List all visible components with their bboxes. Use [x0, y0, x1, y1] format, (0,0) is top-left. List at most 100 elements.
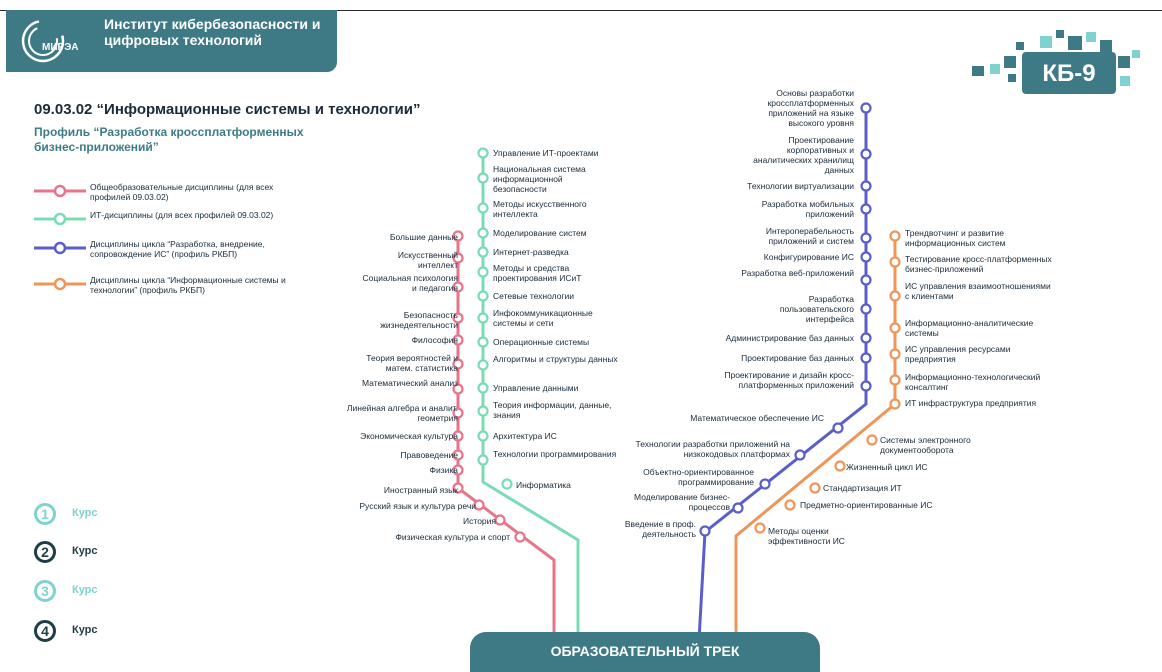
pink-station-label: Линейная алгебра и аналит. геометрия	[346, 403, 458, 423]
blue-station-label: Объектно-ориентированное программировани…	[643, 467, 754, 487]
pink-station-node	[452, 407, 464, 419]
orange-station-label: Системы электронного документооборота	[880, 435, 971, 455]
legend-label: Дисциплины цикла “Разработка, внедрение,…	[90, 239, 265, 259]
pink-station-label: Правоведение	[400, 450, 458, 460]
orange-station-label: Трендвотчинг и развитие информационных с…	[905, 228, 1006, 248]
kb9-badge-icon	[972, 30, 1140, 94]
blue-station-node	[832, 422, 844, 434]
orange-station-node	[889, 290, 901, 302]
legend-label: Дисциплины цикла “Информационные системы…	[90, 275, 286, 295]
course-2[interactable]: 2 Курс	[34, 541, 154, 571]
blue-station-node	[860, 203, 872, 215]
orange-station-label: Информационно-технологический консалтинг	[905, 372, 1041, 392]
pink-station-label: История	[463, 516, 496, 526]
mint-station-node	[477, 290, 489, 302]
pink-station-node	[452, 482, 464, 494]
orange-station-node	[866, 434, 878, 446]
course-number: 2	[34, 541, 56, 563]
mirea-logo-icon	[21, 19, 65, 63]
blue-station-label: Интероперабельность приложений и систем	[765, 226, 854, 246]
blue-station-node	[860, 274, 872, 286]
pink-station-label: Социальная психология и педагогия	[362, 273, 458, 293]
mint-station-node	[477, 405, 489, 417]
orange-station-node	[784, 499, 796, 511]
mint-station-node	[477, 430, 489, 442]
blue-station-node	[860, 102, 872, 114]
legend-line-orange	[34, 277, 86, 291]
pink-station-node	[452, 230, 464, 242]
pink-station-label: Математический анализ	[362, 378, 459, 388]
course-3[interactable]: 3 Курс	[34, 580, 154, 610]
pink-station-node	[514, 531, 526, 543]
mint-station-label: Инфокоммуникационные системы и сети	[493, 308, 593, 328]
course-label: Курс	[72, 584, 98, 596]
blue-station-label: Разработка мобильных приложений	[761, 199, 854, 219]
mint-station-node	[477, 227, 489, 239]
pink-station-node	[473, 499, 485, 511]
mint-station-label: Управление данными	[493, 383, 579, 393]
blue-station-label: Конфигурирование ИС	[763, 252, 854, 262]
blue-station-node	[732, 502, 744, 514]
legend-label: Общеобразовательные дисциплины (для всех…	[90, 182, 274, 202]
program-profile: Профиль “Разработка кроссплатформенных б…	[34, 125, 304, 154]
blue-station-label: Проектирование и дизайн кросс-платформен…	[724, 370, 854, 390]
course-1[interactable]: 1 Курс	[34, 503, 154, 533]
legend-item-general: Общеобразовательные дисциплины (для всех…	[34, 182, 294, 213]
legend-line-pink	[34, 184, 86, 198]
orange-station-label: Жизненный цикл ИС	[846, 462, 928, 472]
blue-station-node	[860, 251, 872, 263]
pink-station-node	[494, 514, 506, 526]
pink-station-node	[452, 312, 464, 324]
pink-station-label: Русский язык и культура речи	[359, 501, 476, 511]
mint-station-label: Национальная система информационной безо…	[493, 164, 586, 194]
blue-station-label: Проектирование корпоративных и аналитиче…	[753, 135, 854, 175]
orange-station-label: Информационно-аналитические системы	[905, 318, 1034, 338]
top-divider	[0, 10, 1162, 11]
orange-station-node	[889, 230, 901, 242]
blue-station-node	[759, 478, 771, 490]
mint-station-label: Управление ИТ-проектами	[493, 148, 599, 158]
orange-station-node	[889, 374, 901, 386]
blue-station-node	[860, 232, 872, 244]
blue-station-label: Основы разработки кроссплатформенных при…	[767, 88, 854, 128]
legend-item-blue: Дисциплины цикла “Разработка, внедрение,…	[34, 239, 294, 270]
blue-station-node	[699, 525, 711, 537]
orange-station-node	[889, 322, 901, 334]
orange-station-node	[809, 482, 821, 494]
track-footer-title: ОБРАЗОВАТЕЛЬНЫЙ ТРЕК	[550, 643, 740, 659]
mint-station-node	[477, 147, 489, 159]
pink-station-label: Большие данные	[389, 232, 458, 242]
mint-station-label: Теория информации, данные, знания	[493, 400, 612, 420]
mint-station-node	[477, 202, 489, 214]
blue-station-node	[794, 449, 806, 461]
orange-station-node	[834, 460, 846, 472]
pink-station-label: Физика	[429, 465, 459, 475]
course-label: Курс	[72, 624, 98, 636]
mint-station-label: Моделирование систем	[493, 228, 587, 238]
mint-station-node	[477, 382, 489, 394]
mint-station-node	[477, 266, 489, 278]
blue-station-node	[860, 148, 872, 160]
mint-station-label: Методы искусственного интеллекта	[493, 199, 587, 219]
blue-station-label: Проектирование баз данных	[741, 353, 854, 363]
pink-station-node	[452, 430, 464, 442]
orange-station-label: ИТ инфраструктура предприятия	[905, 398, 1037, 408]
mint-station-node	[477, 172, 489, 184]
blue-station-label: Моделирование бизнес-процессов	[634, 492, 730, 512]
mint-station-node	[477, 312, 489, 324]
mint-station-node	[501, 478, 513, 490]
course-number: 4	[34, 620, 56, 642]
mint-station-node	[477, 336, 489, 348]
blue-station-node	[860, 332, 872, 344]
mint-station-label: Интернет-разведка	[493, 247, 569, 257]
orange-station-node	[889, 398, 901, 410]
blue-station-label: Разработка веб-приложений	[741, 268, 854, 278]
orange-station-label: Предметно-ориентированные ИС	[800, 500, 933, 510]
course-label: Курс	[72, 545, 98, 557]
pink-station-label: Безопасность жизнедеятельности	[380, 310, 458, 330]
blue-station-node	[860, 380, 872, 392]
course-4[interactable]: 4 Курс	[34, 620, 154, 650]
course-number: 3	[34, 580, 56, 602]
mint-station-label: Методы и средства проектирования ИСиТ	[493, 263, 582, 283]
